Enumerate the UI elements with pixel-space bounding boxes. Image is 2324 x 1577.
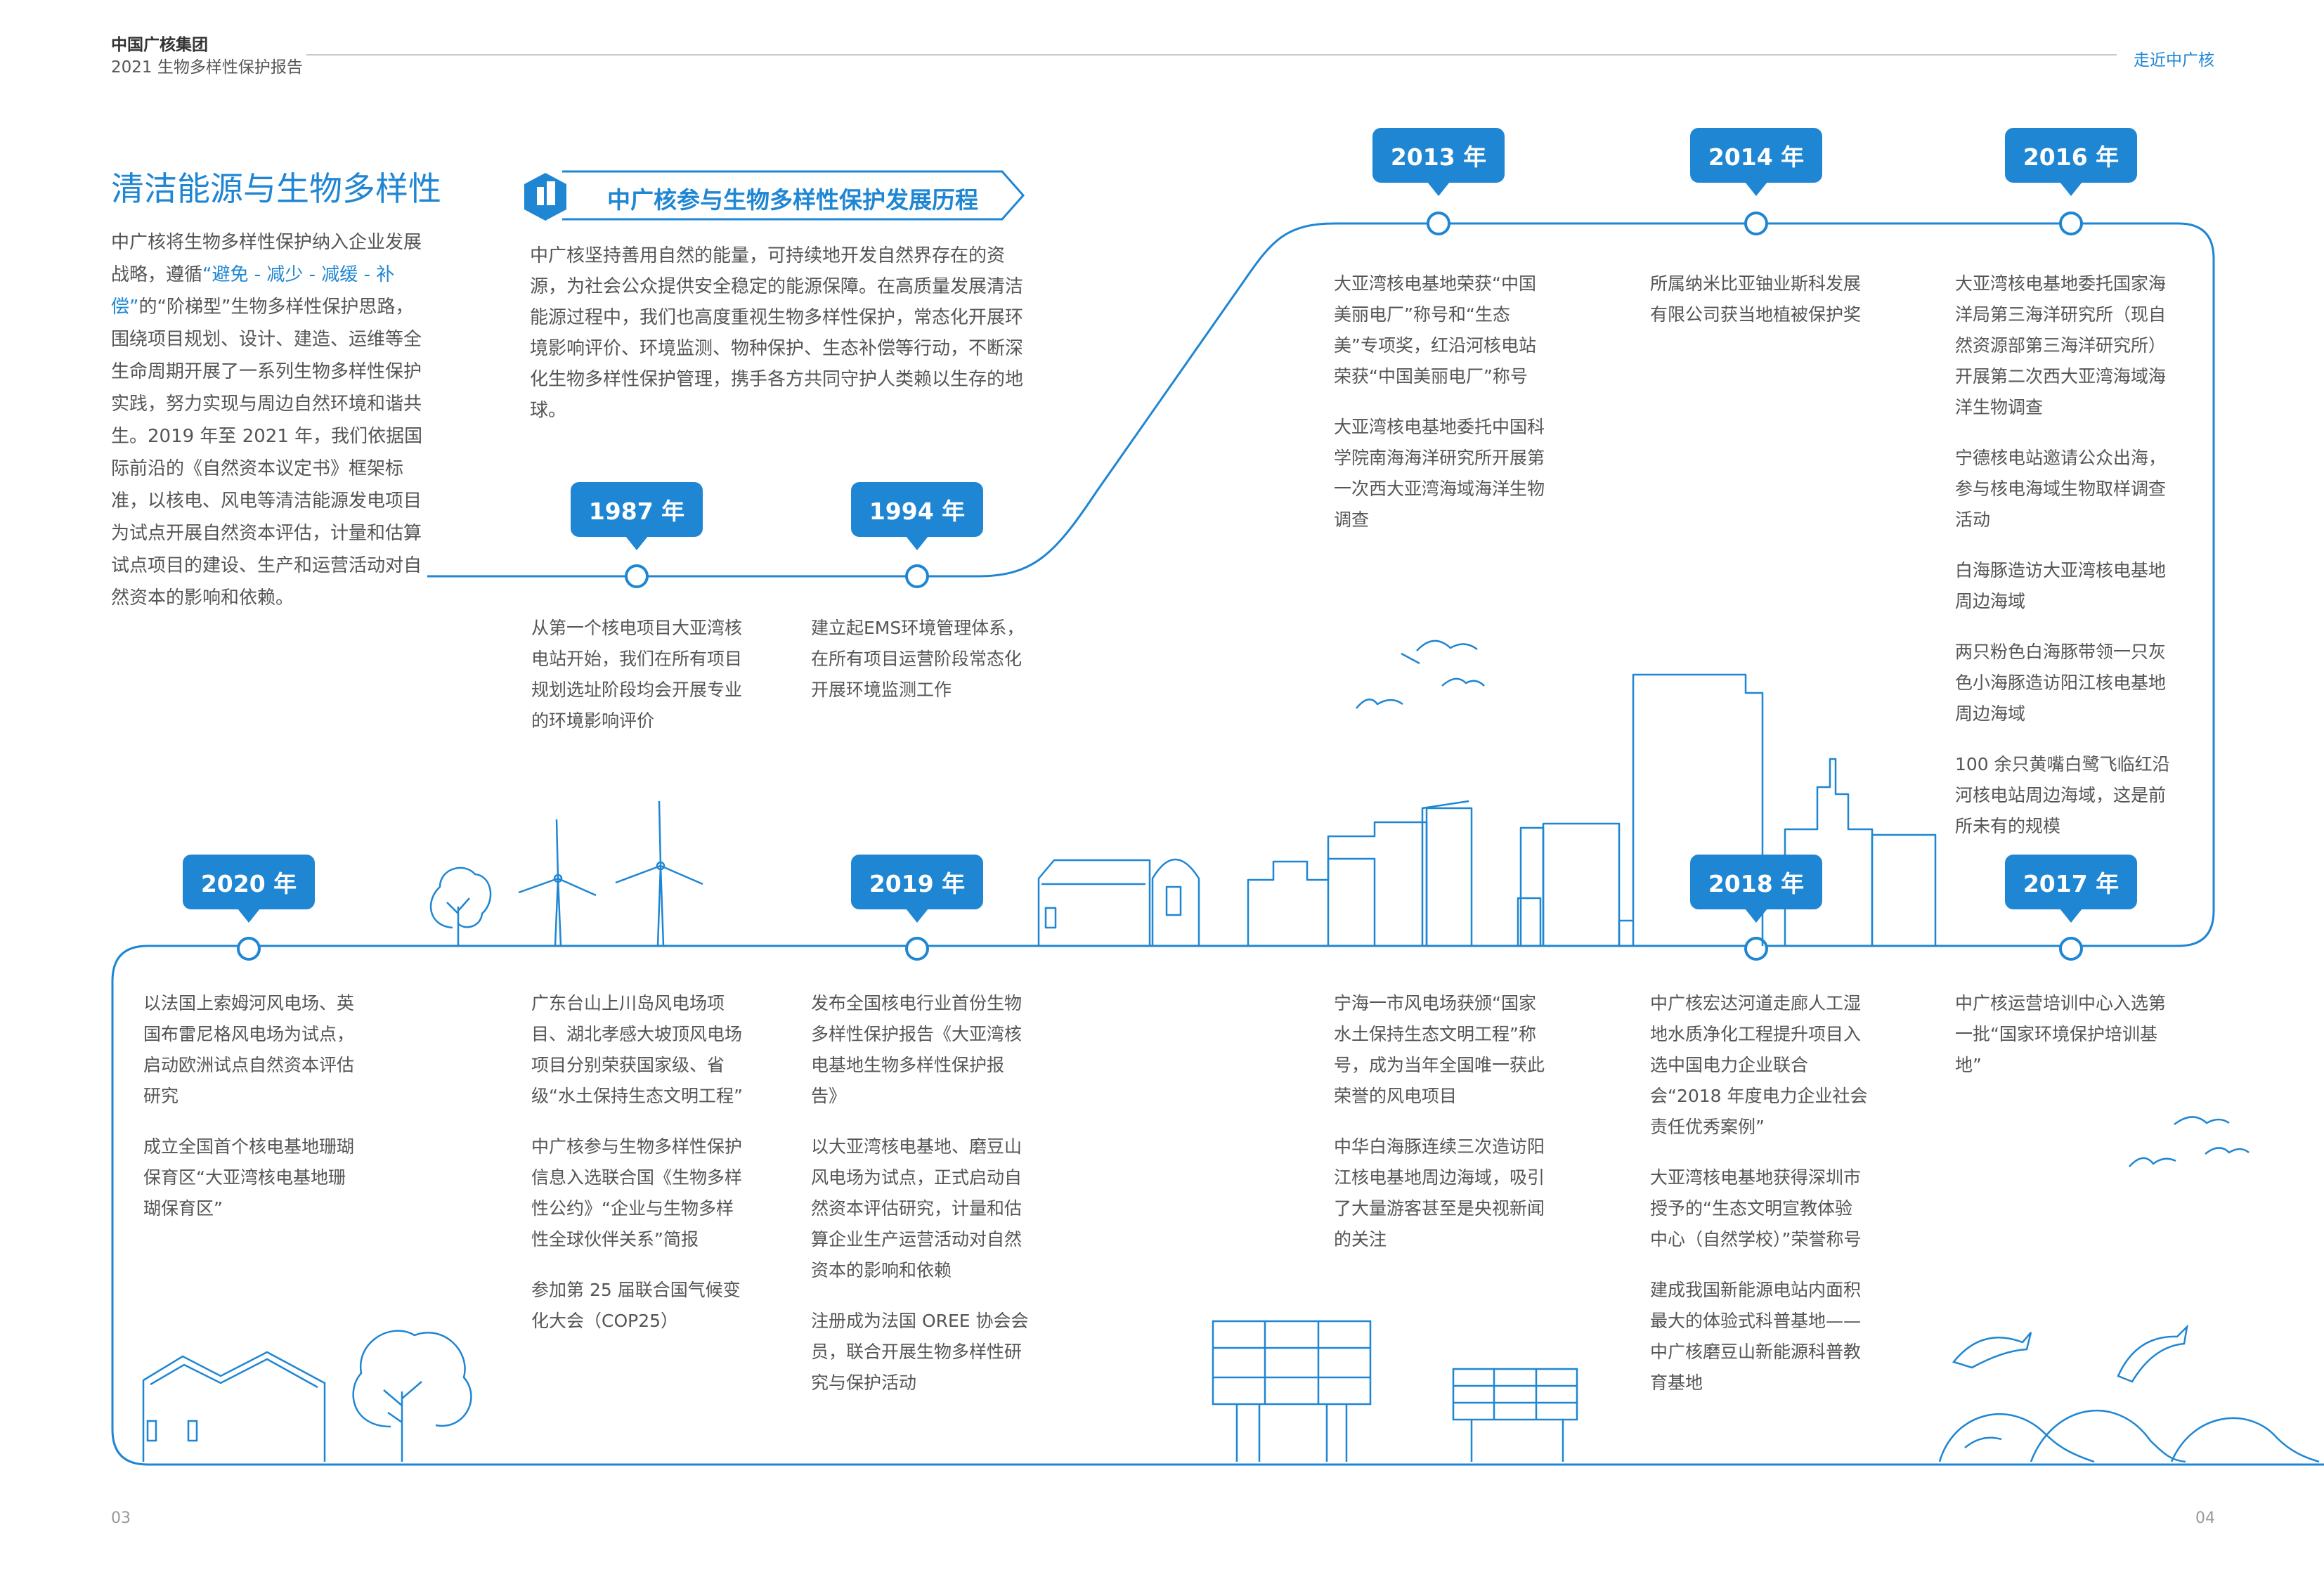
events-2014: 所属纳米比亚铀业斯科发展有限公司获当地植被保护奖	[1650, 268, 1867, 350]
event-item: 大亚湾核电基地委托国家海洋局第三海洋研究所（现自然资源部第三海洋研究所）开展第二…	[1955, 273, 2167, 417]
subtitle-banner	[524, 170, 1025, 221]
dolphins	[1938, 1324, 2320, 1463]
intro-text-1: 中广核将生物多样性保护纳入企业发展战略，遵循	[111, 232, 422, 285]
events-1994: 建立起EMS环境管理体系，在所有项目运营阶段常态化开展环境监测工作	[811, 613, 1029, 725]
node-2016	[2059, 212, 2083, 235]
node-2018	[1744, 937, 1768, 961]
event-item: 两只粉色白海豚带领一只灰色小海豚造访阳江核电基地周边海域	[1955, 642, 2167, 724]
event-item: 建立起EMS环境管理体系，在所有项目运营阶段常态化开展环境监测工作	[811, 618, 1025, 700]
page-title: 清洁能源与生物多样性	[111, 170, 441, 209]
year-badge-2018: 2018 年	[1690, 855, 1822, 923]
events-2018-left: 宁海一市风电场获颁“国家水土保持生态文明工程”称号，成为当年全国唯一获此荣誉的风…	[1334, 988, 1549, 1275]
node-2017	[2059, 937, 2083, 961]
node-2019	[905, 937, 929, 961]
node-1994	[905, 564, 929, 588]
wind-turbine-1	[518, 819, 597, 947]
events-2019: 发布全国核电行业首份生物多样性保护报告《大亚湾核电基地生物多样性保护报告》 以大…	[811, 988, 1029, 1418]
events-2016: 大亚湾核电基地委托国家海洋局第三海洋研究所（现自然资源部第三海洋研究所）开展第二…	[1955, 268, 2180, 862]
event-item: 成立全国首个核电基地珊瑚保育区“大亚湾核电基地珊瑚保育区”	[143, 1136, 355, 1219]
event-item: 中广核运营培训中心入选第一批“国家环境保护培训基地”	[1955, 993, 2167, 1075]
event-item: 100 余只黄嘴白鹭飞临红沿河核电站周边海域，这是前所未有的规模	[1955, 754, 2170, 836]
event-item: 大亚湾核电基地获得深圳市授予的“生态文明宣教体验中心（自然学校）”荣誉称号	[1650, 1167, 1862, 1250]
intro-highlight: “避免 - 减少 - 减缓 - 补偿”	[111, 264, 395, 318]
events-2020: 以法国上索姆河风电场、英国布雷尼格风电场为试点，启动欧洲试点自然资本评估研究 成…	[143, 988, 361, 1244]
node-2013	[1427, 212, 1450, 235]
events-2019-left: 广东台山上川岛风电场项目、湖北孝感大坡顶风电场项目分别荣获国家级、省级“水土保持…	[531, 988, 749, 1356]
birds-lower	[2129, 1116, 2250, 1167]
event-item: 所属纳米比亚铀业斯科发展有限公司获当地植被保护奖	[1650, 273, 1862, 325]
year-badge-1987: 1987 年	[571, 482, 703, 550]
event-item: 从第一个核电项目大亚湾核电站开始，我们在所有项目规划选址阶段均会开展专业的环境影…	[531, 618, 743, 731]
event-item: 宁德核电站邀请公众出海，参与核电海域生物取样调查活动	[1955, 448, 2167, 530]
header-report-title: 2021 生物多样性保护报告	[111, 58, 303, 77]
year-badge-2016: 2016 年	[2005, 128, 2137, 196]
events-1987: 从第一个核电项目大亚湾核电站开始，我们在所有项目规划选址阶段均会开展专业的环境影…	[531, 613, 742, 756]
event-item: 大亚湾核电基地委托中国科学院南海海洋研究所开展第一次西大亚湾海域海洋生物调查	[1334, 417, 1545, 530]
event-item: 以法国上索姆河风电场、英国布雷尼格风电场为试点，启动欧洲试点自然资本评估研究	[143, 993, 355, 1106]
event-item: 注册成为法国 OREE 协会会员，联合开展生物多样性研究与保护活动	[811, 1311, 1029, 1393]
solar-panel-1	[1212, 1320, 1372, 1462]
event-item: 中广核宏达河道走廊人工湿地水质净化工程提升项目入选中国电力企业联合会“2018 …	[1650, 993, 1868, 1137]
timeline-lead: 中广核坚持善用自然的能量，可持续地开发自然界存在的资源，为社会公众提供安全稳定的…	[530, 245, 1024, 421]
page-number-left: 03	[111, 1510, 131, 1527]
header-section-link[interactable]: 走近中广核	[2134, 51, 2214, 70]
year-badge-2014: 2014 年	[1690, 128, 1822, 196]
house-lower	[142, 1351, 326, 1462]
year-badge-2019: 2019 年	[851, 855, 983, 923]
city-skyline	[1037, 673, 1937, 946]
year-badge-2020: 2020 年	[183, 855, 315, 923]
wind-turbine-2	[615, 800, 703, 947]
intro-text-2: 的“阶梯型”生物多样性保护思路，围绕项目规划、设计、建造、运维等全生命周期开展了…	[111, 297, 423, 609]
event-item: 广东台山上川岛风电场项目、湖北孝感大坡顶风电场项目分别荣获国家级、省级“水土保持…	[531, 993, 743, 1106]
timeline-title: 中广核参与生物多样性保护发展历程	[607, 186, 978, 214]
tree-upper	[429, 867, 492, 946]
event-item: 发布全国核电行业首份生物多样性保护报告《大亚湾核电基地生物多样性保护报告》	[811, 993, 1023, 1106]
header-org-name: 中国广核集团	[111, 36, 208, 54]
event-item: 白海豚造访大亚湾核电基地周边海域	[1955, 560, 2167, 611]
event-item: 以大亚湾核电基地、磨豆山风电场为试点，正式启动自然资本评估研究，计量和估算企业生…	[811, 1136, 1023, 1280]
page-number-right: 04	[2195, 1510, 2215, 1527]
event-item: 中华白海豚连续三次造访阳江核电基地周边海域，吸引了大量游客甚至是央视新闻的关注	[1334, 1136, 1545, 1250]
event-item: 建成我国新能源电站内面积最大的体验式科普基地——中广核磨豆山新能源科普教育基地	[1650, 1280, 1862, 1393]
node-2020	[237, 937, 261, 961]
solar-panel-2	[1452, 1368, 1578, 1462]
year-badge-2013: 2013 年	[1372, 128, 1505, 196]
tree-lower	[352, 1330, 472, 1462]
event-item: 中广核参与生物多样性保护信息入选联合国《生物多样性公约》“企业与生物多样性全球伙…	[531, 1136, 743, 1250]
year-badge-2017: 2017 年	[2005, 855, 2137, 923]
events-2013: 大亚湾核电基地荣获“中国美丽电厂”称号和“生态美”专项奖，红沿河核电站荣获“中国…	[1334, 268, 1546, 555]
events-2018: 中广核宏达河道走廊人工湿地水质净化工程提升项目入选中国电力企业联合会“2018 …	[1650, 988, 1868, 1418]
event-item: 宁海一市风电场获颁“国家水土保持生态文明工程”称号，成为当年全国唯一获此荣誉的风…	[1334, 993, 1545, 1106]
year-badge-1994: 1994 年	[851, 482, 983, 550]
timeline-top-path	[111, 222, 2324, 1466]
birds-upper	[1356, 640, 1485, 709]
intro-paragraph: 中广核将生物多样性保护纳入企业发展战略，遵循“避免 - 减少 - 减缓 - 补偿…	[111, 226, 427, 614]
node-2014	[1744, 212, 1768, 235]
event-item: 参加第 25 届联合国气候变化大会（COP25）	[531, 1280, 741, 1331]
node-1987	[625, 564, 649, 588]
event-item: 大亚湾核电基地荣获“中国美丽电厂”称号和“生态美”专项奖，红沿河核电站荣获“中国…	[1334, 273, 1536, 387]
events-2017: 中广核运营培训中心入选第一批“国家环境保护培训基地”	[1955, 988, 2180, 1101]
